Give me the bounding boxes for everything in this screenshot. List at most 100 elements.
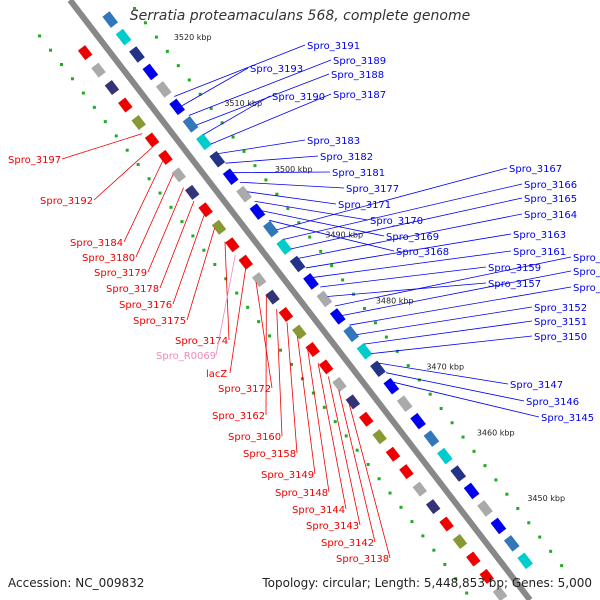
tick-dot	[198, 92, 202, 96]
forward-gene-block	[517, 552, 533, 570]
reverse-gene-label: Spro_3176	[119, 300, 172, 311]
forward-gene-leader	[181, 67, 249, 107]
reverse-gene-block	[131, 114, 146, 130]
reverse-gene-leader	[328, 376, 361, 526]
reverse-gene-leader	[215, 254, 236, 356]
reverse-gene-block	[492, 586, 508, 600]
forward-gene-leader	[225, 155, 319, 164]
forward-gene-label: Spro_3170	[370, 216, 423, 227]
kbp-mark-label: 3470 kbp	[426, 362, 464, 371]
tick-dot	[136, 162, 140, 166]
reverse-gene-label: Spro_3143	[306, 521, 359, 532]
tick-dot	[158, 191, 162, 195]
forward-gene-leader	[261, 210, 385, 237]
reverse-gene-leader	[93, 146, 153, 201]
forward-gene-label: Spro_3181	[332, 168, 385, 179]
tick-dot	[59, 62, 63, 66]
reverse-gene-label: lacZ	[206, 369, 227, 380]
reverse-gene-label: Spro_R0069	[156, 351, 216, 362]
tick-dot	[235, 291, 239, 295]
reverse-gene-block	[372, 429, 387, 445]
forward-gene-block	[329, 308, 346, 325]
forward-gene-block	[169, 98, 185, 116]
reverse-gene-block	[251, 272, 267, 288]
forward-gene-block	[303, 273, 319, 290]
tick-dot	[549, 549, 553, 553]
forward-gene-label: Spro_3151	[534, 317, 587, 328]
reverse-gene-leader	[186, 227, 216, 321]
forward-gene-label: Spro_3157	[488, 279, 541, 290]
forward-gene-leader	[342, 270, 572, 316]
tick-dot	[257, 320, 261, 324]
tick-dot	[443, 562, 447, 566]
forward-gene-block	[249, 203, 266, 220]
tick-dot	[275, 192, 279, 196]
forward-gene-block	[155, 81, 172, 98]
forward-gene-label: Spro_3147	[510, 380, 563, 391]
reverse-gene-label: Spro_3184	[70, 238, 123, 249]
reverse-gene-leader	[255, 281, 273, 389]
reverse-gene-label: Spro_3144	[292, 505, 345, 516]
tick-dot	[410, 520, 414, 524]
tick-dot	[388, 491, 392, 495]
reverse-gene-block	[412, 481, 428, 497]
forward-gene-leader	[203, 95, 271, 135]
forward-gene-block	[276, 238, 293, 255]
tick-dot	[38, 34, 42, 38]
forward-gene-leader	[378, 362, 509, 385]
forward-gene-leader	[364, 320, 533, 345]
genome-title: Serratia proteamaculans 568, complete ge…	[129, 8, 471, 24]
forward-gene-leader	[385, 372, 525, 402]
forward-gene-label: Spro_3165	[524, 194, 577, 205]
tick-dot	[399, 505, 403, 509]
tick-dot	[253, 164, 257, 168]
tick-dot	[187, 78, 191, 82]
forward-gene-block	[115, 28, 132, 46]
kbp-mark-label: 3460 kbp	[477, 428, 515, 437]
forward-gene-label: Spro_3190	[272, 92, 325, 103]
reverse-gene-block	[278, 307, 294, 323]
reverse-gene-block	[225, 237, 240, 253]
reverse-gene-leader	[338, 389, 376, 543]
accession-label: Accession: NC_009832	[8, 576, 145, 590]
reverse-gene-leader	[172, 214, 205, 305]
tick-dot	[373, 321, 377, 325]
reverse-gene-block	[104, 80, 120, 96]
kbp-mark-label: 3490 kbp	[325, 231, 363, 240]
forward-gene-block	[503, 535, 520, 552]
forward-gene-label: Spro_3155	[573, 253, 600, 264]
forward-gene-label: Spro_3193	[250, 64, 303, 75]
tick-dot	[268, 334, 272, 338]
forward-gene-leader	[356, 306, 533, 335]
forward-gene-label: Spro_3177	[346, 184, 399, 195]
forward-gene-label: Spro_3145	[541, 413, 594, 424]
forward-gene-label: Spro_3171	[338, 200, 391, 211]
tick-dot	[560, 564, 564, 568]
tick-dot	[384, 335, 388, 339]
forward-gene-block	[263, 220, 279, 238]
tick-dot	[355, 448, 359, 452]
genome-backbone	[67, 0, 533, 600]
tick-dot	[377, 477, 381, 481]
forward-gene-leader	[239, 181, 345, 189]
forward-gene-leader	[371, 335, 533, 355]
tick-dot	[202, 248, 206, 252]
tick-dot	[472, 449, 476, 453]
reverse-gene-block	[479, 568, 494, 584]
tick-dot	[176, 64, 180, 68]
tick-dot	[300, 377, 304, 381]
kbp-mark-label: 3480 kbp	[376, 297, 414, 306]
forward-gene-label: Spro_3182	[320, 152, 373, 163]
tick-dot	[428, 392, 432, 396]
tick-dot	[92, 105, 96, 109]
tick-dot	[505, 492, 509, 496]
tick-dot	[330, 264, 334, 268]
tick-dot	[165, 49, 169, 53]
reverse-gene-label: Spro_3138	[336, 554, 389, 565]
tick-dot	[527, 521, 531, 525]
reverse-gene-block	[158, 149, 173, 165]
tick-dot	[70, 77, 74, 81]
forward-gene-label: Spro_3150	[534, 332, 587, 343]
reverse-gene-label: Spro_3149	[261, 470, 314, 481]
reverse-gene-block	[292, 324, 307, 340]
